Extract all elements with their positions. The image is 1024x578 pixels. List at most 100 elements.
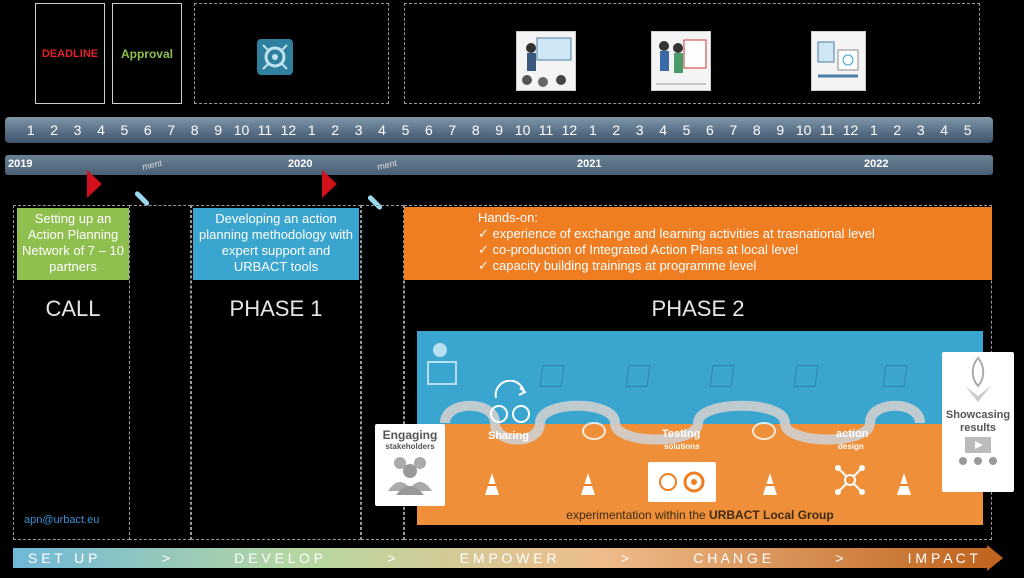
phase2-description: Hands-on: ✓ experience of exchange and l… bbox=[404, 207, 992, 280]
month-label: 1 bbox=[870, 122, 878, 138]
phase1-title: PHASE 1 bbox=[229, 296, 323, 321]
month-label: 7 bbox=[167, 122, 176, 138]
year-label: 2019 bbox=[8, 158, 33, 170]
tools-illustration bbox=[811, 31, 866, 91]
month-label: 4 bbox=[659, 122, 667, 138]
testing-sublabel: solutions bbox=[664, 442, 700, 451]
progression-arrow-head bbox=[987, 545, 1003, 571]
engaging-stakeholders-card: Engaging stakeholders bbox=[375, 424, 445, 506]
month-label: 6 bbox=[424, 122, 433, 138]
progression-arrow bbox=[13, 548, 988, 568]
month-label: 8 bbox=[471, 122, 480, 138]
phase2-image-box bbox=[404, 3, 980, 104]
deadline-label: DEADLINE bbox=[41, 47, 99, 60]
cube-icon bbox=[625, 365, 651, 387]
showcasing-results-card: Showcasing results bbox=[942, 352, 1014, 492]
team-meeting-illustration bbox=[651, 31, 711, 91]
cube-icon bbox=[793, 365, 819, 387]
year-label: 2022 bbox=[864, 158, 889, 170]
sharing-people-icon bbox=[488, 405, 532, 427]
phase2-bullet-text: co-production of Integrated Action Plans… bbox=[492, 242, 799, 257]
phase1-image-box bbox=[194, 3, 389, 104]
call-phase-title: CALL bbox=[45, 296, 101, 321]
year-timeline-bar bbox=[5, 155, 993, 175]
month-label: 2 bbox=[612, 122, 621, 138]
month-label: 8 bbox=[752, 122, 761, 138]
check-icon: ✓ bbox=[478, 258, 493, 273]
month-label: 2 bbox=[50, 122, 59, 138]
month-label: 1 bbox=[307, 122, 316, 138]
phase2-bullet-text: experience of exchange and learning acti… bbox=[492, 226, 875, 241]
step-impact: I M P A C T bbox=[907, 550, 978, 566]
cube-icon bbox=[539, 365, 565, 387]
check-icon: ✓ bbox=[478, 226, 493, 241]
cube-icon bbox=[882, 365, 908, 387]
phase2-bullet: ✓ experience of exchange and learning ac… bbox=[478, 226, 992, 242]
month-label: 9 bbox=[776, 122, 785, 138]
approval-column bbox=[129, 205, 191, 540]
step-separator: > bbox=[161, 550, 170, 566]
experimentation-prefix: experimentation within the bbox=[566, 508, 710, 522]
month-label: 6 bbox=[706, 122, 714, 138]
phase1-column bbox=[191, 205, 361, 540]
month-label: 10 bbox=[514, 122, 531, 138]
month-label: 11 bbox=[819, 122, 835, 138]
phase1-description: Developing an action planning methodolog… bbox=[193, 208, 359, 280]
month-label: 5 bbox=[120, 122, 129, 138]
loop-arrows-icon bbox=[582, 422, 606, 440]
month-label: 3 bbox=[916, 122, 925, 138]
transition-column bbox=[361, 205, 404, 540]
stakeholders-label: stakeholders bbox=[385, 442, 435, 451]
cube-icon bbox=[709, 365, 735, 387]
traffic-cone-icon bbox=[896, 473, 912, 502]
phase2-title: PHASE 2 bbox=[651, 296, 745, 321]
approval-label: Approval bbox=[120, 46, 173, 61]
phase2-bullet: ✓ capacity building trainings at program… bbox=[478, 258, 992, 274]
presentation-audience-icon bbox=[959, 437, 997, 465]
traffic-cone-icon bbox=[484, 473, 500, 502]
month-label: 7 bbox=[729, 122, 738, 138]
traffic-cone-icon bbox=[762, 473, 778, 502]
month-label: 3 bbox=[354, 122, 363, 138]
rocket-icon bbox=[965, 356, 991, 402]
month-label: 6 bbox=[143, 122, 152, 138]
design-label: design bbox=[838, 442, 864, 451]
year-label: 2021 bbox=[577, 158, 602, 170]
showcasing-label: Showcasing results bbox=[945, 409, 1011, 434]
month-label: 5 bbox=[401, 122, 410, 138]
step-setup: S E T U P bbox=[28, 550, 98, 566]
sharing-label: Sharing bbox=[488, 430, 529, 442]
month-label: 4 bbox=[940, 122, 949, 138]
month-label: 12 bbox=[561, 122, 578, 138]
month-label: 5 bbox=[682, 122, 691, 138]
gear-pattern-icon bbox=[257, 39, 293, 75]
month-label: 4 bbox=[378, 122, 386, 138]
urbact-local-group: URBACT Local Group bbox=[709, 508, 834, 522]
month-label: 11 bbox=[257, 122, 273, 138]
testing-label: Testing bbox=[662, 428, 701, 440]
month-label: 12 bbox=[842, 122, 859, 138]
step-empower: E M P O W E R bbox=[459, 550, 557, 566]
solutions-gear-icon bbox=[648, 462, 716, 502]
month-label: 9 bbox=[214, 122, 222, 138]
month-label: 10 bbox=[233, 122, 250, 138]
month-label: 9 bbox=[495, 122, 504, 138]
step-separator: > bbox=[620, 550, 630, 566]
step-develop: D E V E L O P bbox=[234, 550, 324, 566]
month-label: 2 bbox=[893, 122, 902, 138]
engaging-label: Engaging bbox=[382, 428, 438, 442]
loop-arrows-icon bbox=[752, 422, 776, 440]
process-loop-path bbox=[440, 400, 925, 445]
contact-email[interactable]: apn@urbact.eu bbox=[24, 514, 100, 526]
month-label: 1 bbox=[26, 122, 35, 138]
phase2-bullet-text: capacity building trainings at programme… bbox=[492, 258, 757, 273]
month-label: 3 bbox=[635, 122, 644, 138]
phase2-bullet: ✓ co-production of Integrated Action Pla… bbox=[478, 242, 992, 258]
month-label: 3 bbox=[73, 122, 82, 138]
step-separator: > bbox=[835, 550, 844, 566]
phase2-intro: Hands-on: bbox=[478, 210, 538, 225]
group-people-icon bbox=[388, 457, 432, 495]
step-separator: > bbox=[387, 550, 396, 566]
month-label: 10 bbox=[795, 122, 812, 138]
